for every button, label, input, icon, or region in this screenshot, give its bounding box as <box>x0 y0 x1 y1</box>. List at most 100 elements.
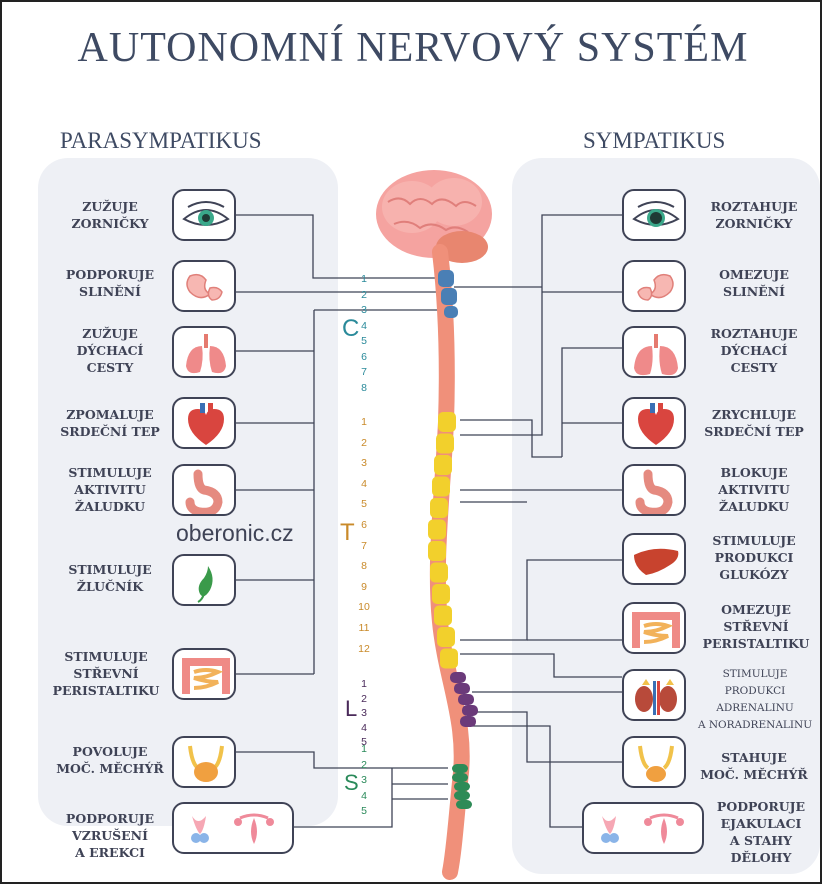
liver-icon <box>624 535 686 585</box>
symp-label-pupils: ROZTAHUJE ZORNIČKY <box>692 198 816 232</box>
spinal-segment-number: 5 <box>354 335 374 347</box>
symp-icon-box-adrenal <box>622 669 686 721</box>
symp-icon-box-heart <box>622 397 686 449</box>
vertebra-segment <box>428 520 446 540</box>
para-label-airways: ZUŽUJE DÝCHACÍ CESTY <box>50 325 170 376</box>
spinal-segment-number: 1 <box>354 743 374 755</box>
spinal-segment-number: 10 <box>354 601 374 613</box>
kidneys-adrenal-icon <box>624 671 686 721</box>
symp-label-adrenal: STIMULUJE PRODUKCI ADRENALINU A NORADREN… <box>690 666 820 734</box>
vertebra-segment <box>432 477 450 497</box>
vertebra-segment <box>430 498 448 518</box>
spinal-segment-number: 2 <box>354 289 374 301</box>
spinal-segment-number: 8 <box>354 382 374 394</box>
para-icon-box-eye <box>172 189 236 241</box>
vertebra-segment <box>462 705 478 716</box>
spinal-segment-number: 11 <box>354 622 374 634</box>
symp-icon-box-saliva <box>622 260 686 312</box>
heart-icon <box>174 399 236 449</box>
para-label-saliva: PODPORUJE SLINĚNÍ <box>50 266 170 300</box>
spinal-segment-number: 3 <box>354 774 374 786</box>
symp-icon-box-liver <box>622 533 686 585</box>
spinal-segment-number: 4 <box>354 790 374 802</box>
spinal-segment-number: 4 <box>354 722 374 734</box>
reproductive-organs-icon <box>174 804 294 854</box>
spinal-segment-number: 7 <box>354 366 374 378</box>
symp-label-airways: ROZTAHUJE DÝCHACÍ CESTY <box>692 325 816 376</box>
spinal-segment-number: 4 <box>354 320 374 332</box>
vertebra-segment <box>454 791 470 800</box>
vertebra-segment <box>438 412 456 432</box>
intestine-icon <box>624 604 686 654</box>
stomach-icon <box>624 466 686 516</box>
para-icon-box-heart <box>172 397 236 449</box>
spinal-segment-number: 7 <box>354 540 374 552</box>
symp-label-heart: ZRYCHLUJE SRDEČNÍ TEP <box>692 406 816 440</box>
spinal-segment-number: 2 <box>354 693 374 705</box>
eye-icon <box>624 191 686 241</box>
spinal-segment-number: 1 <box>354 678 374 690</box>
spinal-segment-number: 1 <box>354 416 374 428</box>
vertebra-segment <box>454 782 470 791</box>
vertebra-segment <box>452 773 468 782</box>
para-icon-box-lungs <box>172 326 236 378</box>
spinal-segment-number: 2 <box>354 759 374 771</box>
reproductive-organs-icon <box>584 804 704 854</box>
para-label-heart: ZPOMALUJE SRDEČNÍ TEP <box>50 406 170 440</box>
lungs-icon <box>174 328 236 378</box>
vertebra-segment <box>444 306 458 318</box>
lungs-icon <box>624 328 686 378</box>
spinal-segment-number: 12 <box>354 643 374 655</box>
para-icon-box-bladder <box>172 736 236 788</box>
symp-icon-box-stomach <box>622 464 686 516</box>
spinal-segment-number: 4 <box>354 478 374 490</box>
para-icon-box-stomach <box>172 464 236 516</box>
spinal-segment-number: 3 <box>354 457 374 469</box>
symp-label-liver: STIMULUJE PRODUKCI GLUKÓZY <box>692 532 816 583</box>
symp-icon-box-lungs <box>622 326 686 378</box>
para-icon-box-reproductive <box>172 802 294 854</box>
symp-icon-box-bladder <box>622 736 686 788</box>
spinal-segment-number: 2 <box>354 437 374 449</box>
vertebra-segment <box>441 288 457 305</box>
symp-label-saliva: OMEZUJE SLINĚNÍ <box>692 266 816 300</box>
spinal-segment-number: 5 <box>354 498 374 510</box>
spinal-segment-number: 6 <box>354 519 374 531</box>
para-label-bladder: POVOLUJE MOČ. MĚCHÝŘ <box>50 743 170 777</box>
vertebra-segment <box>438 270 454 287</box>
vertebra-segment <box>430 563 448 583</box>
spinal-segment-number: 3 <box>354 304 374 316</box>
para-label-stomach: STIMULUJE AKTIVITU ŽALUDKU <box>50 464 170 515</box>
vertebra-segment <box>434 606 452 626</box>
heart-icon <box>624 399 686 449</box>
vertebra-segment <box>440 649 458 669</box>
spinal-segment-number: 9 <box>354 581 374 593</box>
bladder-icon <box>174 738 236 788</box>
salivary-gland-icon <box>624 262 686 312</box>
para-label-gallbladder: STIMULUJE ŽLUČNÍK <box>50 561 170 595</box>
vertebra-segment <box>452 764 468 773</box>
spinal-segment-number: 1 <box>354 273 374 285</box>
eye-icon <box>174 191 236 241</box>
vertebra-segment <box>460 716 476 727</box>
symp-label-reproductive: PODPORUJE EJAKULACI A STAHY DĚLOHY <box>702 798 820 866</box>
para-label-intestine: STIMULUJE STŘEVNÍ PERISTALTIKU <box>42 648 170 699</box>
intestine-icon <box>174 650 236 700</box>
vertebra-segment <box>432 584 450 604</box>
para-label-reproductive: PODPORUJE VZRUŠENÍ A EREKCI <box>50 810 170 861</box>
vertebra-segment <box>456 800 472 809</box>
symp-label-bladder: STAHUJE MOČ. MĚCHÝŘ <box>690 749 818 783</box>
spinal-segment-number: 8 <box>354 560 374 572</box>
symp-label-intestine: OMEZUJE STŘEVNÍ PERISTALTIKU <box>692 601 820 652</box>
vertebra-segment <box>434 455 452 475</box>
spinal-segment-number: 5 <box>354 805 374 817</box>
symp-label-stomach: BLOKUJE AKTIVITU ŽALUDKU <box>692 464 816 515</box>
watermark: oberonic.cz <box>176 520 294 547</box>
para-label-pupils: ZUŽUJE ZORNIČKY <box>50 198 170 232</box>
vertebra-segment <box>458 694 474 705</box>
vertebra-segment <box>436 434 454 454</box>
vertebra-segment <box>437 627 455 647</box>
symp-icon-box-intestine <box>622 602 686 654</box>
para-icon-box-intestine <box>172 648 236 700</box>
